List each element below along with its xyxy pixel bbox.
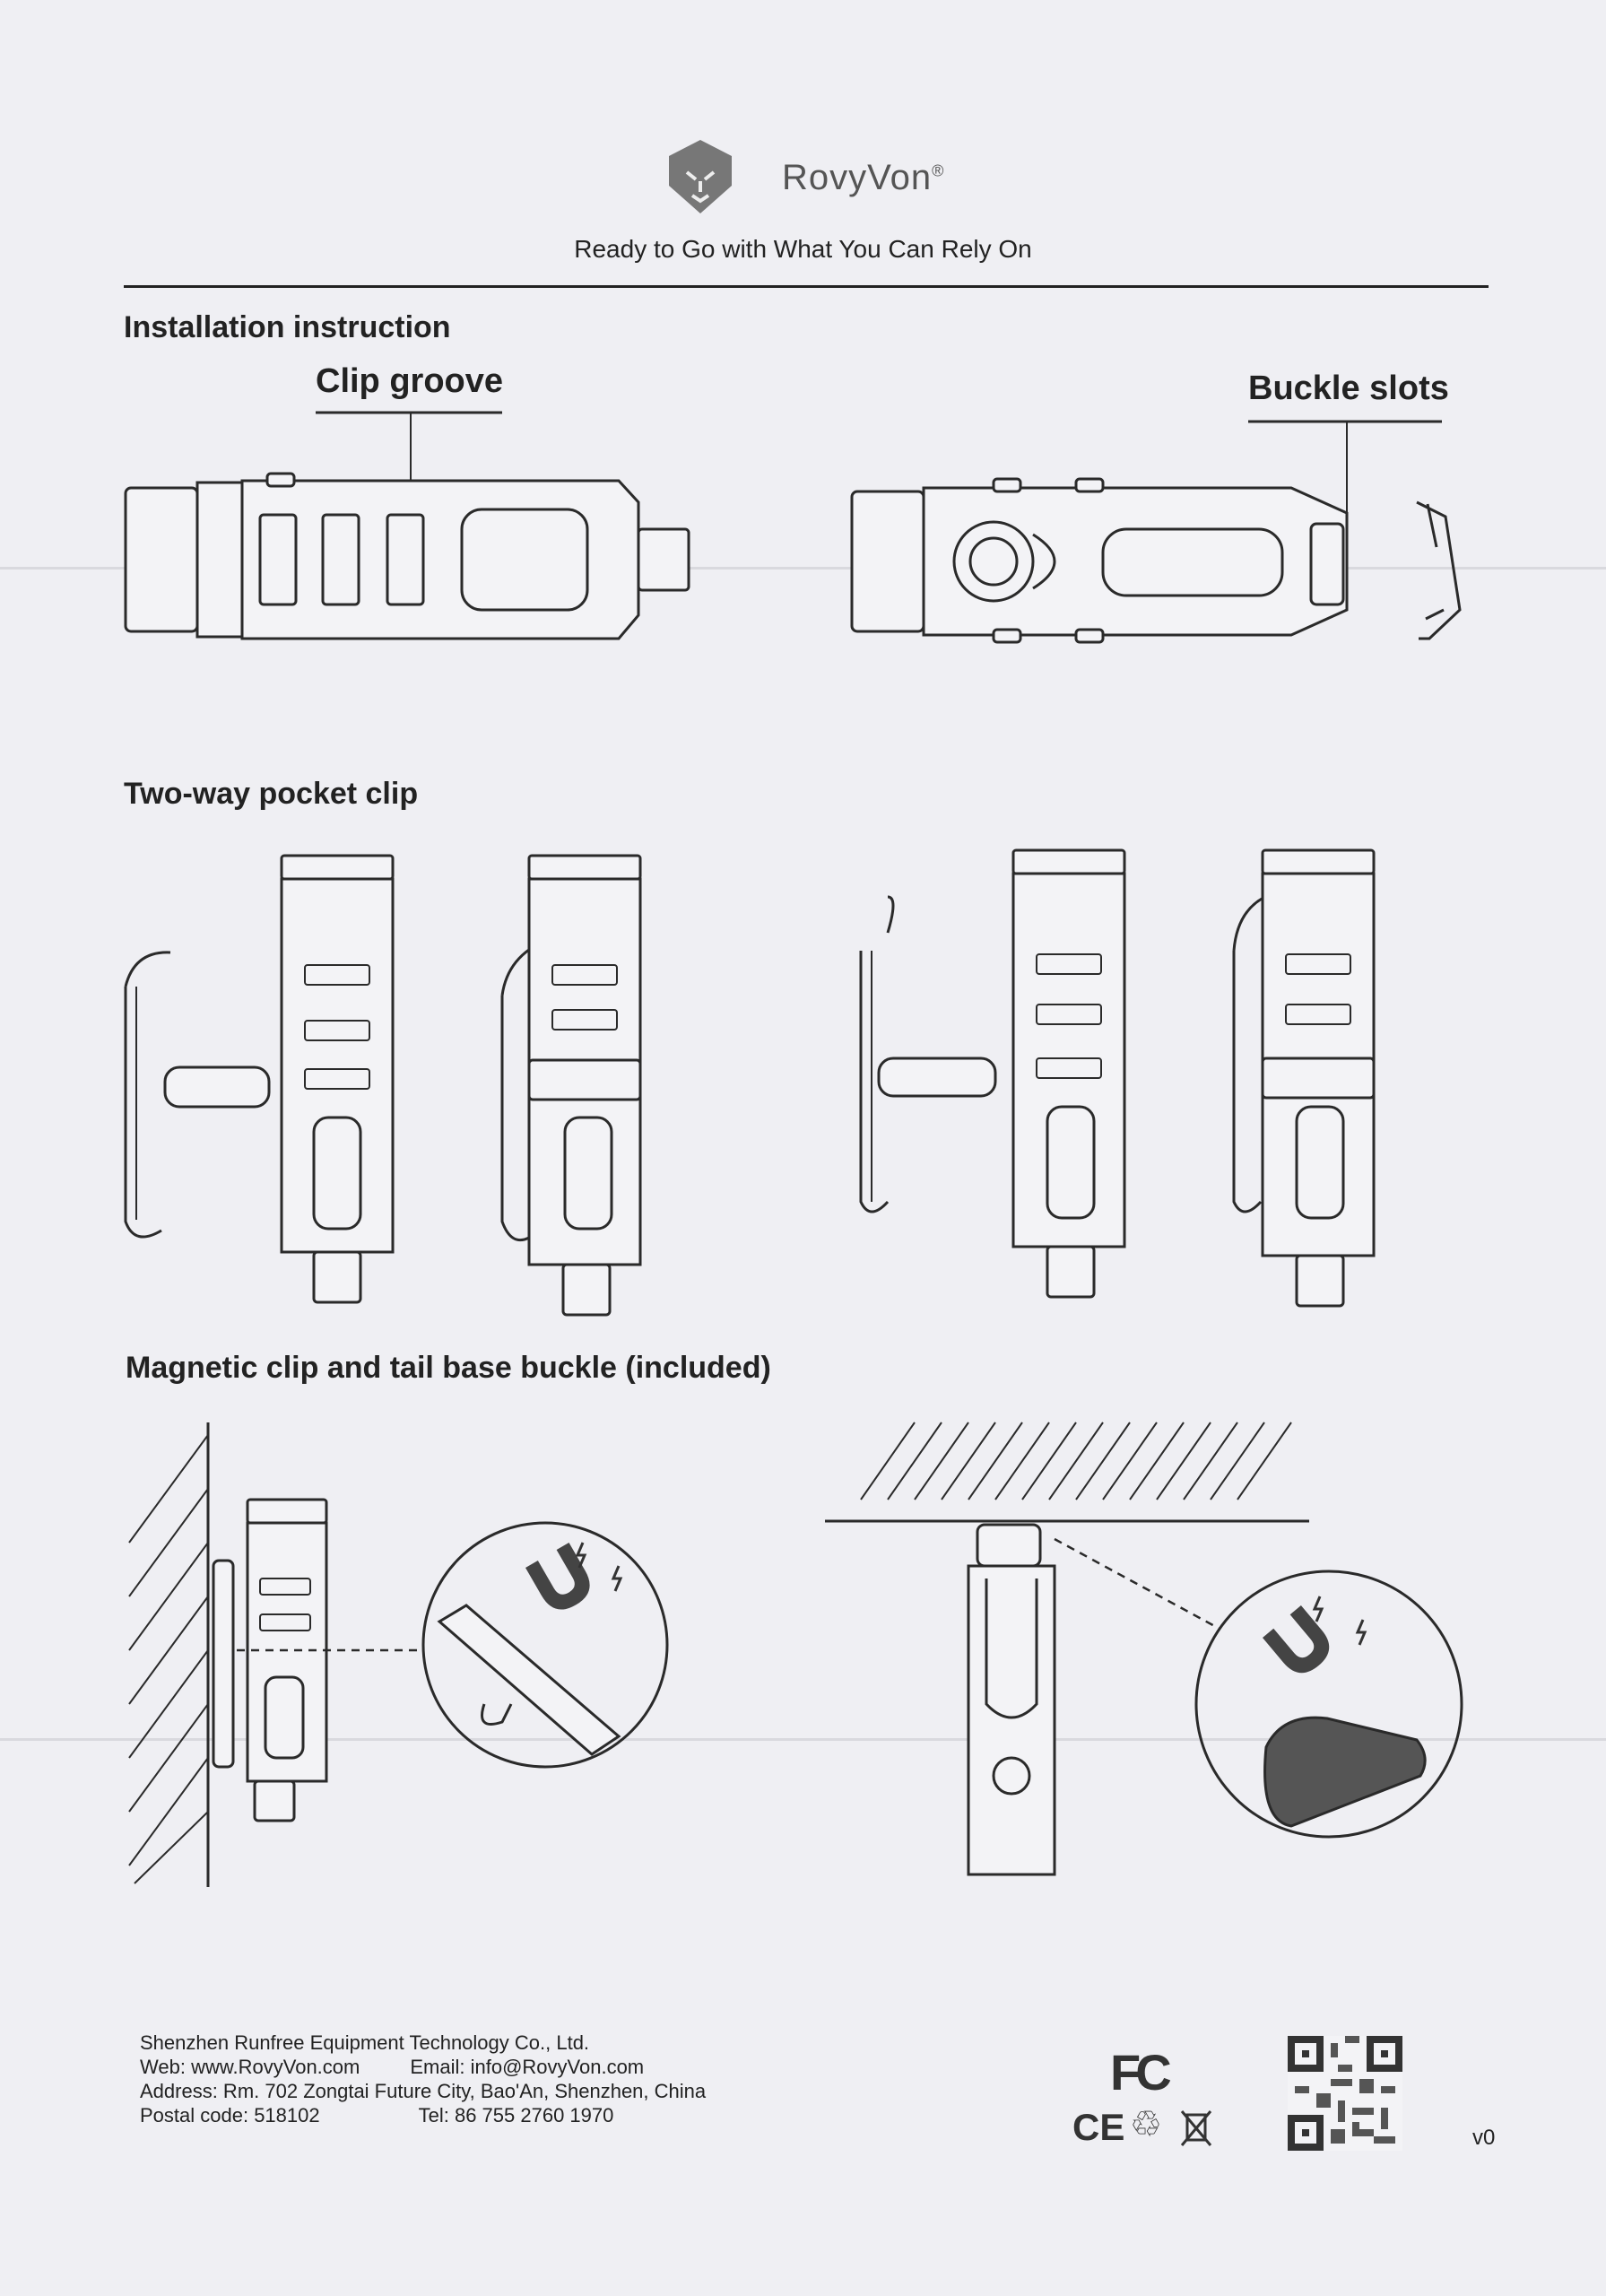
weee-bin-icon bbox=[1180, 2110, 1212, 2146]
footer-contact: Shenzhen Runfree Equipment Technology Co… bbox=[140, 2031, 947, 2127]
buckle-slots-label: Buckle slots bbox=[1248, 370, 1449, 407]
qr-code-icon bbox=[1288, 2036, 1402, 2151]
header-divider bbox=[124, 285, 1489, 288]
company-name: Shenzhen Runfree Equipment Technology Co… bbox=[140, 2031, 590, 2054]
version-label: v0 bbox=[1472, 2126, 1496, 2150]
section-title-pocket-clip: Two-way pocket clip bbox=[124, 777, 419, 811]
section-title-magnetic: Magnetic clip and tail base buckle (incl… bbox=[126, 1351, 771, 1385]
telephone: Tel: 86 755 2760 1970 bbox=[418, 2104, 614, 2126]
fc-mark-icon: FC bbox=[1110, 2044, 1172, 2100]
email-link[interactable]: Email: info@RovyVon.com bbox=[410, 2056, 645, 2078]
lion-logo-icon bbox=[669, 140, 732, 213]
web-link[interactable]: Web: www.RovyVon.com bbox=[140, 2056, 360, 2078]
recycle-icon: ♲ bbox=[1130, 2105, 1162, 2144]
tagline: Ready to Go with What You Can Rely On bbox=[574, 235, 1032, 263]
postal-code: Postal code: 518102 bbox=[140, 2104, 320, 2126]
brand-name: RovyVon® bbox=[782, 158, 945, 197]
address: Address: Rm. 702 Zongtai Future City, Ba… bbox=[140, 2080, 707, 2102]
section-title-installation: Installation instruction bbox=[124, 310, 451, 344]
clip-groove-label: Clip groove bbox=[316, 362, 504, 400]
ce-mark-icon: CE bbox=[1072, 2106, 1125, 2148]
